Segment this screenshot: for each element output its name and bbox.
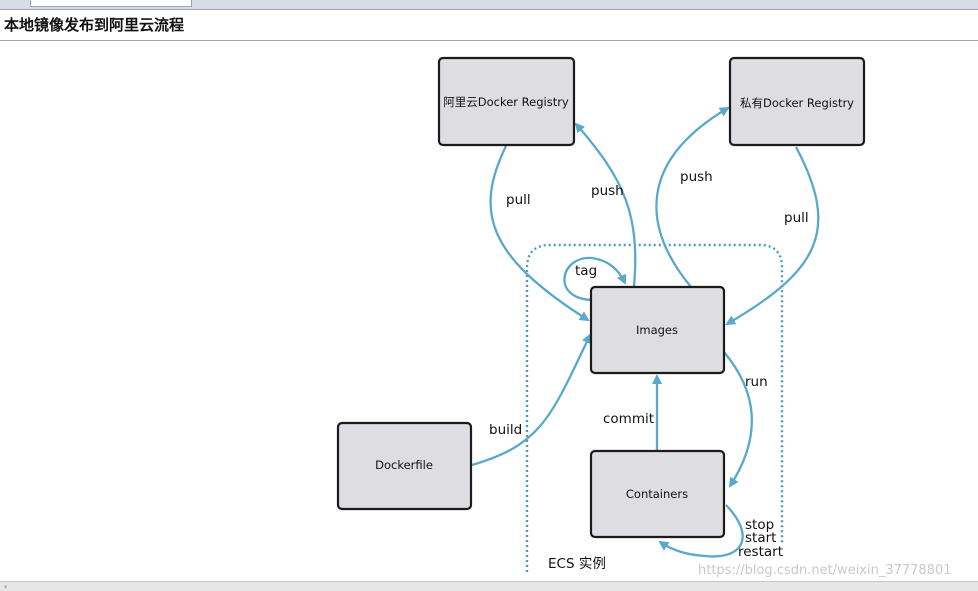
edge-label-commit: commit [603, 411, 654, 427]
edge-label-restart: restart [738, 544, 783, 560]
node-images: Images [589, 285, 726, 375]
edge-build [471, 333, 592, 467]
bottom-window-bar: ‹ [0, 581, 978, 591]
edge-label-stop: stop [745, 517, 774, 533]
edge-pull-aliyun [489, 145, 590, 322]
edge-label-push-aliyun: push [591, 183, 624, 199]
edge-push-aliyun [574, 122, 637, 288]
edge-label-tag: tag [575, 263, 597, 279]
node-containers: Containers [589, 449, 726, 539]
node-label-aliyun-registry: 阿里云Docker Registry [443, 95, 569, 109]
node-dockerfile: Dockerfile [336, 421, 473, 511]
edge-tag-loop [563, 256, 627, 302]
node-label-images: Images [636, 323, 678, 337]
ecs-region-border [525, 243, 784, 572]
edge-stop-start-restart [658, 504, 744, 558]
node-label-dockerfile: Dockerfile [375, 458, 433, 472]
edge-run [723, 351, 753, 488]
ecs-region-label: ECS 实例 [548, 556, 606, 572]
node-label-private-registry: 私有Docker Registry [740, 96, 854, 110]
edge-label-run: run [745, 374, 768, 390]
edge-push-private [655, 106, 730, 288]
watermark-text: https://blog.csdn.net/weixin_37778801 [698, 563, 952, 578]
top-window-bar [0, 0, 978, 10]
edge-label-build: build [489, 422, 522, 438]
title-divider [0, 40, 978, 41]
edge-label-start: start [745, 530, 776, 546]
node-private-registry: 私有Docker Registry [728, 56, 866, 147]
edge-pull-private [725, 146, 820, 326]
page-title: 本地镜像发布到阿里云流程 [4, 16, 185, 34]
node-aliyun-registry: 阿里云Docker Registry [437, 56, 576, 147]
window-tab[interactable] [30, 0, 192, 7]
edge-label-pull-private: pull [784, 210, 809, 226]
corner-mark-icon: ‹ [4, 582, 8, 591]
edge-label-push-private: push [680, 169, 713, 185]
node-label-containers: Containers [626, 487, 688, 501]
edge-label-pull-aliyun: pull [506, 192, 531, 208]
